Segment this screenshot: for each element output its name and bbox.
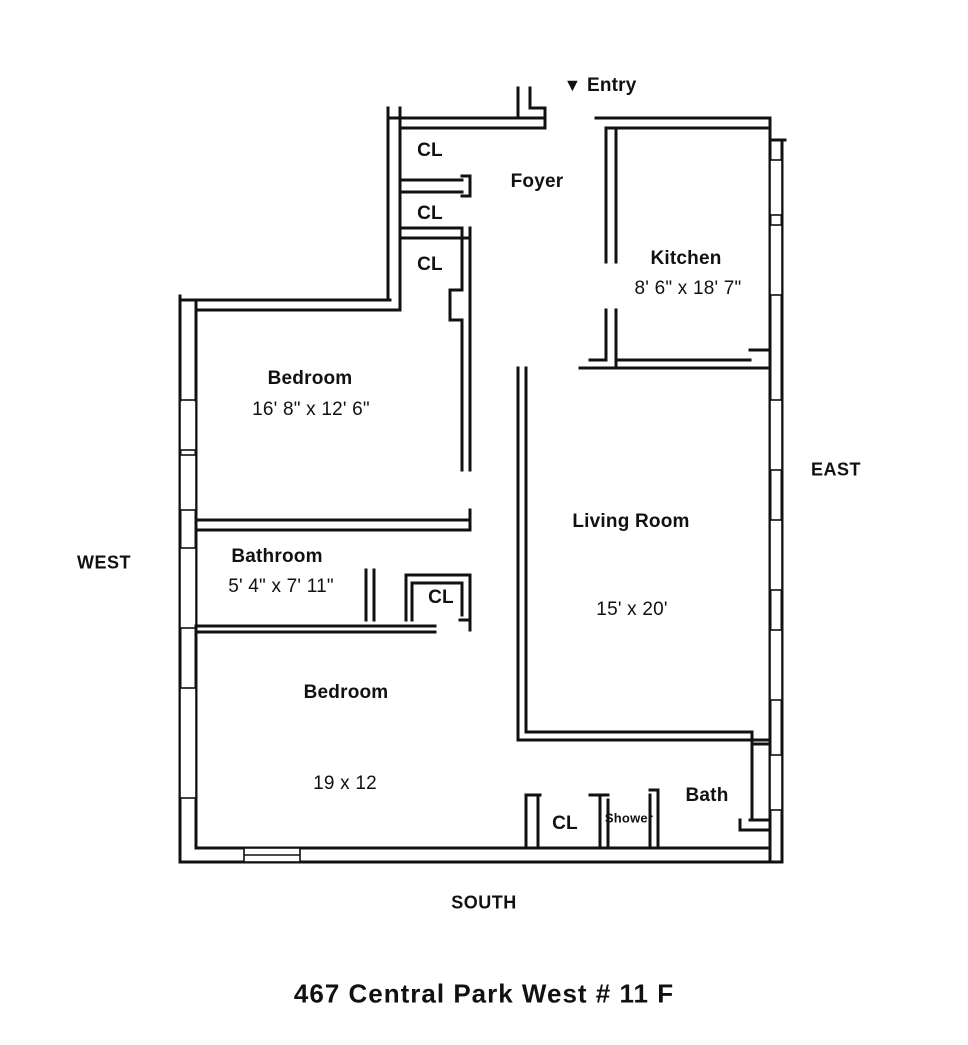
east-window-5: [769, 629, 783, 701]
west-window-3: [179, 547, 197, 629]
bedroom-south-label: Bedroom: [303, 682, 389, 703]
east-window-4: [769, 519, 783, 591]
entry-arrow-icon: ▼: [563, 75, 582, 95]
closet-divider-1: [398, 174, 472, 198]
west-window-4: [179, 687, 197, 799]
bathroom-label: Bathroom: [231, 546, 323, 567]
kitchen-west-wall: [604, 126, 618, 370]
page-title: 467 Central Park West # 11 F: [293, 978, 675, 1009]
closet-south-walls: [524, 793, 542, 850]
east-window-2: [769, 224, 783, 296]
foyer-label: Foyer: [510, 171, 564, 192]
kitchen-label: Kitchen: [650, 248, 722, 269]
west-window-1: [179, 399, 197, 451]
bedroom-north-label: Bedroom: [267, 368, 353, 389]
bedroom-bathroom-wall: [194, 508, 472, 532]
bath-label: Bath: [685, 785, 729, 806]
hall-west-wall: [448, 226, 472, 472]
west-window-2: [179, 454, 197, 511]
living-room-west-wall: [516, 366, 528, 742]
east-window-6: [769, 754, 783, 811]
closet-label-5: CL: [552, 813, 578, 834]
hall-closet-wall: [404, 573, 472, 632]
compass-east: EAST: [810, 459, 862, 480]
shower-label: Shower: [604, 810, 654, 826]
shower-walls: [588, 788, 660, 850]
north-wall-east: [594, 116, 787, 142]
bathroom-bedroom-wall: [194, 624, 437, 634]
east-window-3: [769, 399, 783, 471]
entry-text: Entry: [586, 75, 637, 96]
north-wall-west: [386, 86, 547, 130]
kitchen-size: 8' 6" x 18' 7": [634, 278, 742, 299]
bath-walls: [738, 742, 772, 832]
closet-label-1: CL: [417, 140, 443, 161]
bedroom-north-size: 16' 8" x 12' 6": [252, 399, 370, 420]
bedroom-south-size: 19 x 12: [313, 773, 377, 794]
closet-label-4: CL: [428, 587, 454, 608]
bathroom-partition: [364, 568, 376, 622]
compass-south: SOUTH: [451, 892, 517, 913]
living-room-size: 15' x 20': [596, 599, 668, 620]
bathroom-size: 5' 4" x 7' 11": [228, 576, 334, 597]
compass-west: WEST: [77, 552, 131, 573]
entry-label: ▼ Entry: [563, 75, 636, 97]
closet-column-wall: [386, 106, 402, 312]
closet-label-2: CL: [417, 203, 443, 224]
closet-label-3: CL: [417, 254, 443, 275]
living-room-label: Living Room: [572, 511, 690, 532]
living-room-south-wall: [516, 730, 772, 746]
closet-divider-2: [398, 226, 472, 240]
kitchen-south-wall: [578, 348, 772, 370]
east-window-1: [769, 159, 783, 216]
